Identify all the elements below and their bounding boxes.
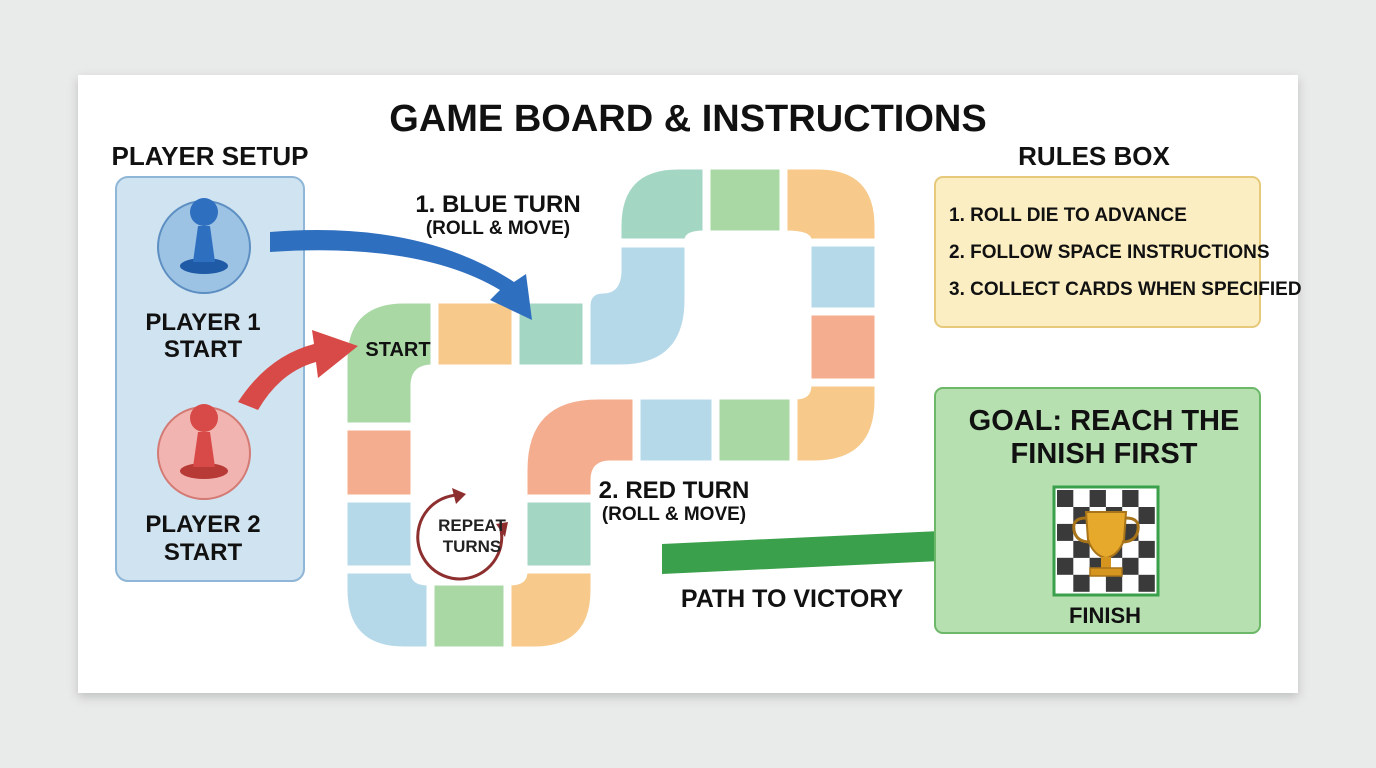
- rules-box: [934, 176, 1261, 328]
- board-space: [808, 312, 878, 382]
- board-space: [431, 582, 507, 650]
- board-space: [524, 396, 636, 498]
- checker-square: [1073, 540, 1090, 558]
- board-space: [344, 427, 414, 498]
- player1-start-label: START: [164, 336, 243, 363]
- goal-line1: GOAL: REACH THE: [969, 405, 1240, 437]
- board-space-start: [344, 300, 434, 426]
- checker-square: [1057, 490, 1074, 507]
- path-to-victory-label: PATH TO VICTORY: [681, 585, 904, 613]
- trophy-icon: [1072, 511, 1140, 577]
- board-space: [618, 166, 706, 242]
- board-space: [794, 383, 878, 464]
- turns-label: TURNS: [443, 537, 502, 556]
- repeat-turns-icon: [416, 488, 508, 581]
- board-space: [344, 499, 414, 569]
- checker-square: [1057, 523, 1074, 541]
- checker-square: [1057, 557, 1074, 575]
- board-space: [716, 396, 793, 464]
- checker-square: [1138, 574, 1155, 592]
- checker-square: [1122, 557, 1139, 575]
- checker-square: [1089, 490, 1106, 507]
- board-space: [508, 570, 594, 650]
- board-space: [344, 570, 430, 650]
- checker-square: [1122, 490, 1139, 507]
- board-space: [524, 499, 594, 569]
- player1-token-icon: [157, 198, 251, 294]
- checker-square: [1138, 507, 1155, 524]
- checker-square: [1138, 540, 1155, 558]
- blue-turn-sublabel: (ROLL & MOVE): [426, 218, 570, 239]
- page-title: GAME BOARD & INSTRUCTIONS: [389, 98, 986, 140]
- player2-token-icon: [157, 404, 251, 500]
- blue-turn-label: 1. BLUE TURN: [415, 191, 580, 218]
- player1-label: PLAYER 1: [145, 309, 260, 336]
- blue-turn-arrow: [270, 230, 532, 320]
- goal-line2: FINISH FIRST: [1011, 438, 1198, 470]
- board-space: [637, 396, 715, 464]
- repeat-label: REPEAT: [438, 516, 506, 535]
- player-setup-heading: PLAYER SETUP: [112, 141, 309, 171]
- checker-square: [1073, 574, 1090, 592]
- player2-start-label: START: [164, 539, 243, 566]
- start-space-label: START: [365, 339, 430, 361]
- rule-item: 1. ROLL DIE TO ADVANCE: [949, 205, 1187, 226]
- board-space: [707, 166, 783, 234]
- finish-label: FINISH: [1069, 603, 1141, 628]
- red-turn-arrow: [238, 330, 358, 410]
- board-space: [784, 166, 878, 242]
- player2-label: PLAYER 2: [145, 511, 260, 538]
- red-turn-label: 2. RED TURN: [599, 477, 750, 504]
- rules-heading: RULES BOX: [1018, 141, 1170, 171]
- board-space: [435, 300, 515, 368]
- board-space: [808, 243, 878, 311]
- checker-square: [1105, 574, 1123, 592]
- board-space: [587, 244, 688, 368]
- red-turn-sublabel: (ROLL & MOVE): [602, 504, 746, 525]
- board-path: [344, 166, 878, 650]
- rule-item: 2. FOLLOW SPACE INSTRUCTIONS: [949, 242, 1270, 263]
- player-setup-panel: [115, 176, 305, 582]
- path-to-victory-arrow: [662, 498, 1042, 594]
- rule-item: 3. COLLECT CARDS WHEN SPECIFIED: [949, 279, 1302, 300]
